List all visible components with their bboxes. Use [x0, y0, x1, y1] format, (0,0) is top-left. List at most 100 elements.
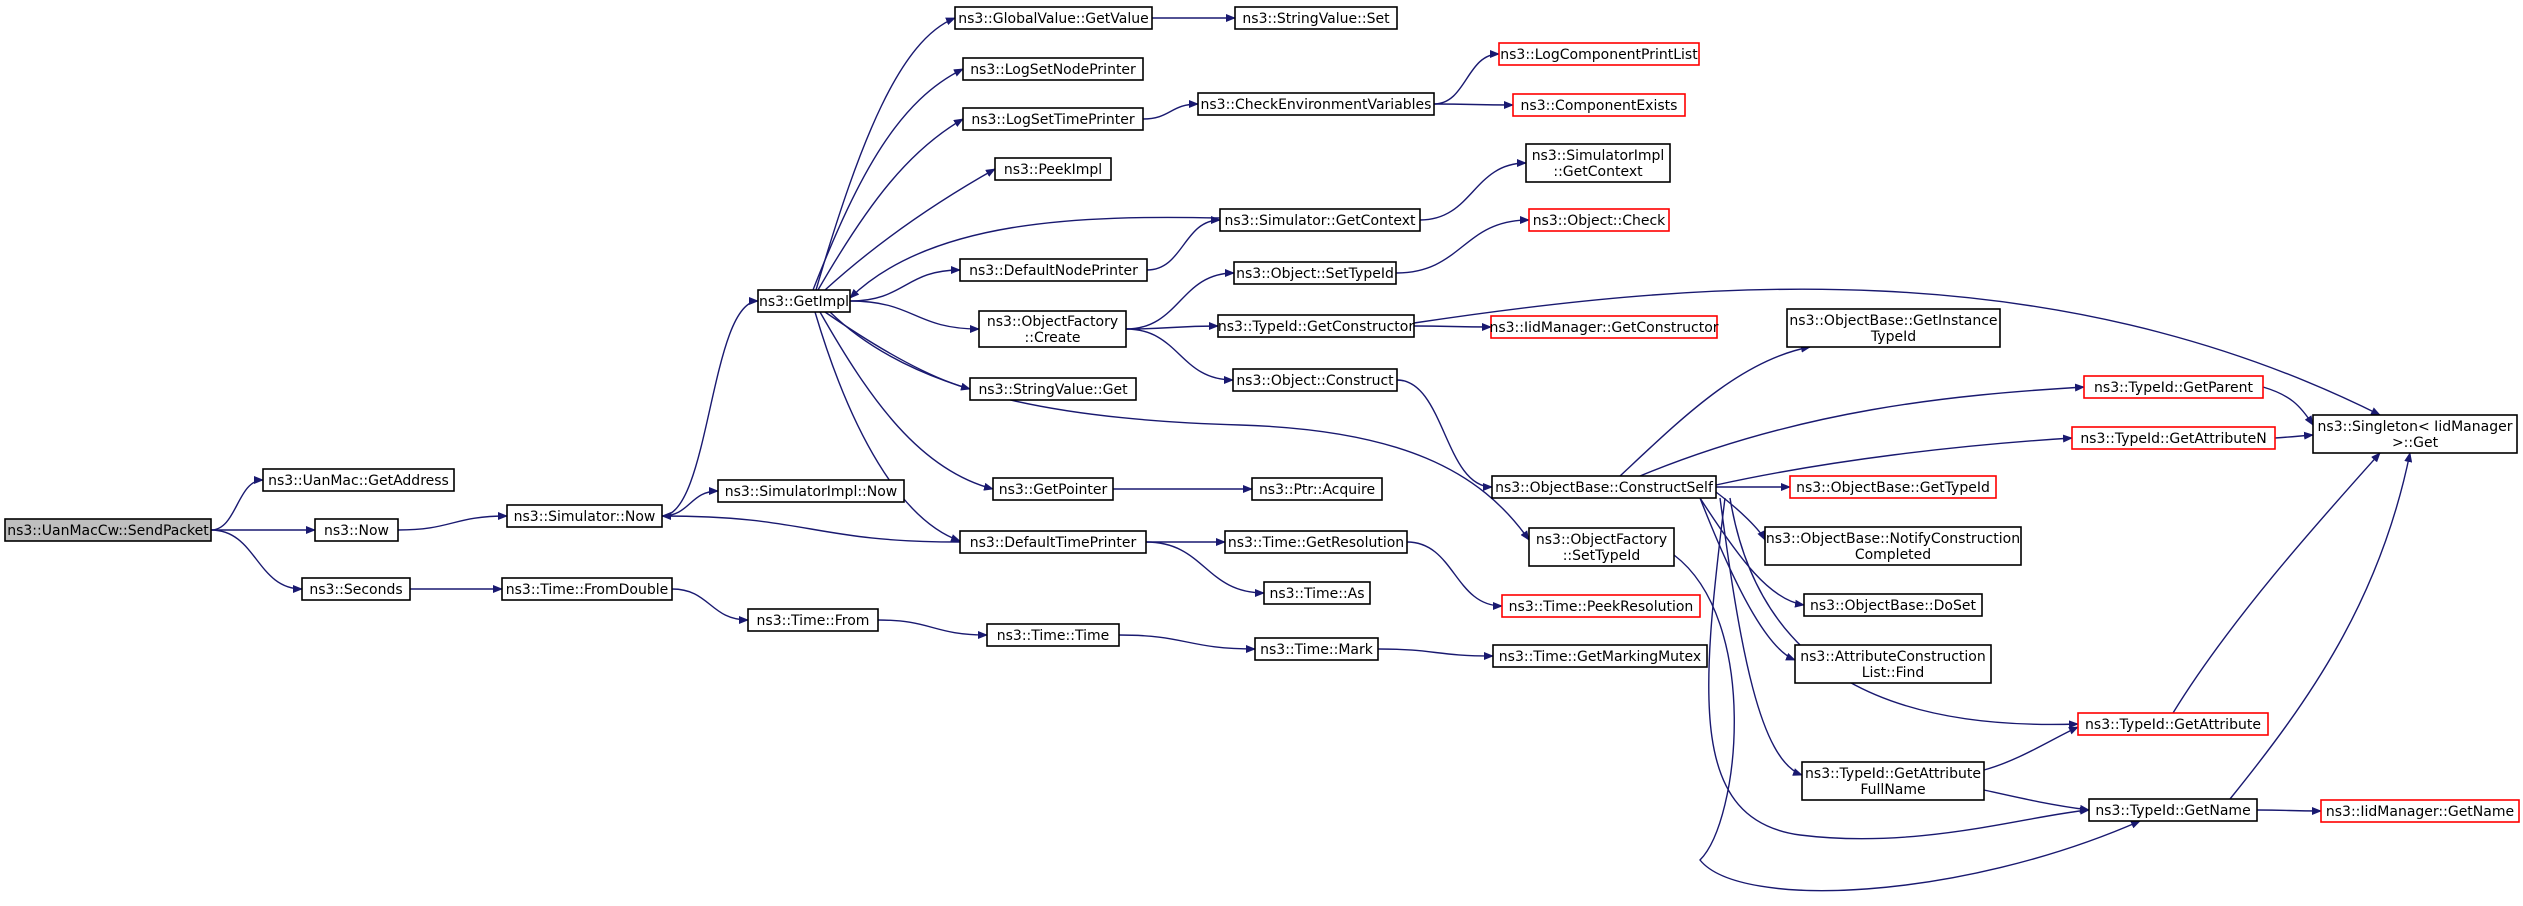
node-label: ns3::TypeId::GetAttribute: [1805, 766, 1981, 782]
function-node-getaddr[interactable]: ns3::UanMac::GetAddress: [262, 468, 455, 492]
node-label: ns3::TypeId::GetAttributeN: [2080, 431, 2266, 447]
node-box: [2077, 712, 2269, 736]
function-node-ofcreate[interactable]: ns3::ObjectFactory::Create: [978, 310, 1127, 348]
node-box: [1263, 581, 1371, 605]
call-edge-getimpl-to-logtime: [817, 118, 964, 291]
function-node-objsettype[interactable]: ns3::Object::SetTypeId: [1233, 261, 1397, 285]
function-node-ofsettype[interactable]: ns3::ObjectFactory::SetTypeId: [1528, 527, 1675, 567]
call-edge-tidattrn-to-singleton: [2274, 431, 2314, 440]
function-node-tidattrn[interactable]: ns3::TypeId::GetAttributeN: [2071, 426, 2276, 450]
call-edge-checkenv-to-logcomplist: [1433, 50, 1500, 105]
function-node-send[interactable]: ns3::UanMacCw::SendPacket: [4, 518, 212, 542]
function-node-getpointer[interactable]: ns3::GetPointer: [992, 477, 1114, 501]
function-node-getmarking[interactable]: ns3::Time::GetMarkingMutex: [1492, 644, 1708, 668]
node-label: ns3::Time::Mark: [1260, 642, 1374, 658]
node-box: [1789, 475, 1997, 499]
call-edge-send-to-getaddr: [210, 476, 264, 531]
function-node-simnow[interactable]: ns3::Simulator::Now: [506, 504, 663, 528]
node-label: ns3::AttributeConstruction: [1800, 649, 1985, 665]
function-node-logcomplist[interactable]: ns3::LogComponentPrintList: [1498, 42, 1700, 66]
call-edge-now-to-simnow: [397, 512, 508, 531]
function-node-objcheck[interactable]: ns3::Object::Check: [1528, 208, 1670, 232]
node-box: [501, 577, 673, 601]
node-box: [1801, 761, 1985, 801]
function-node-getimpl[interactable]: ns3::GetImpl: [757, 289, 851, 313]
node-box: [301, 577, 411, 601]
function-node-now[interactable]: ns3::Now: [314, 518, 399, 542]
node-box: [757, 289, 851, 313]
node-label: ns3::TypeId::GetParent: [2094, 380, 2253, 396]
node-box: [1251, 477, 1383, 501]
function-node-objconstruct[interactable]: ns3::Object::Construct: [1232, 368, 1398, 392]
call-edge-obconstructself-to-obdoset: [1699, 497, 1805, 608]
node-label: TypeId: [1870, 329, 1916, 345]
function-node-timefrom[interactable]: ns3::Time::From: [747, 608, 879, 632]
function-node-timemark[interactable]: ns3::Time::Mark: [1254, 637, 1379, 661]
function-node-tidname[interactable]: ns3::TypeId::GetName: [2088, 798, 2258, 822]
node-box: [1794, 644, 1992, 684]
node-label: ns3::Simulator::Now: [514, 509, 656, 525]
function-node-lognode[interactable]: ns3::LogSetNodePrinter: [962, 57, 1144, 81]
node-label: ns3::Object::Check: [1533, 213, 1666, 229]
function-node-deftime[interactable]: ns3::DefaultTimePrinter: [959, 530, 1147, 554]
call-edge-tidattrfull-to-tidattr: [1983, 726, 2079, 771]
node-label: ns3::ObjectBase::ConstructSelf: [1495, 480, 1714, 496]
node-box: [994, 157, 1112, 181]
function-node-obconstructself[interactable]: ns3::ObjectBase::ConstructSelf: [1491, 475, 1717, 499]
function-node-iidname[interactable]: ns3::IidManager::GetName: [2320, 799, 2520, 823]
function-node-logtime[interactable]: ns3::LogSetTimePrinter: [962, 107, 1144, 131]
function-node-svset[interactable]: ns3::StringValue::Set: [1234, 6, 1398, 30]
function-node-compexists[interactable]: ns3::ComponentExists: [1512, 93, 1686, 117]
call-edge-obconstructself-to-tidattrn: [1715, 434, 2073, 486]
call-edge-tidattr-to-singleton: [2172, 452, 2381, 714]
function-node-peekimpl[interactable]: ns3::PeekImpl: [994, 157, 1112, 181]
node-label: ns3::Simulator::GetContext: [1224, 213, 1416, 229]
call-edge-getimpl-to-svget: [824, 311, 971, 391]
node-box: [1528, 527, 1675, 567]
function-node-tidattr[interactable]: ns3::TypeId::GetAttribute: [2077, 712, 2269, 736]
function-node-obnotify[interactable]: ns3::ObjectBase::NotifyConstructionCompl…: [1764, 526, 2022, 566]
function-node-defnode[interactable]: ns3::DefaultNodePrinter: [959, 258, 1148, 282]
node-box: [962, 107, 1144, 131]
node-label: ns3::CheckEnvironmentVariables: [1201, 97, 1432, 113]
call-edge-ofsettype-to-tidname: [1673, 554, 2141, 892]
node-label: ns3::ObjectFactory: [1536, 532, 1667, 548]
function-node-timetime[interactable]: ns3::Time::Time: [986, 623, 1120, 647]
call-edge-getres-to-peekres: [1406, 541, 1503, 610]
node-label: ns3::UanMacCw::SendPacket: [7, 523, 209, 539]
function-node-singleton[interactable]: ns3::Singleton< IidManager >::Get: [2312, 414, 2518, 454]
function-node-tidgetctor[interactable]: ns3::TypeId::GetConstructor: [1217, 314, 1415, 338]
function-node-obdoset[interactable]: ns3::ObjectBase::DoSet: [1803, 593, 1983, 617]
function-node-peekres[interactable]: ns3::Time::PeekResolution: [1501, 594, 1701, 618]
function-nodes: ns3::UanMacCw::SendPacket ns3::UanMac::Ge…: [4, 6, 2520, 823]
call-edge-getimpl-to-gvget: [815, 17, 956, 291]
function-node-gvget[interactable]: ns3::GlobalValue::GetValue: [954, 6, 1153, 30]
function-node-simctx[interactable]: ns3::Simulator::GetContext: [1219, 208, 1421, 232]
function-node-obgettype[interactable]: ns3::ObjectBase::GetTypeId: [1789, 475, 1997, 499]
node-box: [4, 518, 212, 542]
node-box: [1224, 530, 1408, 554]
function-node-ptracquire[interactable]: ns3::Ptr::Acquire: [1251, 477, 1383, 501]
node-label: >::Get: [2392, 435, 2439, 451]
function-node-fromdouble[interactable]: ns3::Time::FromDouble: [501, 577, 673, 601]
node-label: ns3::Time::GetResolution: [1228, 535, 1404, 551]
node-label: ns3::LogSetNodePrinter: [970, 62, 1136, 78]
function-node-timeas[interactable]: ns3::Time::As: [1263, 581, 1371, 605]
function-node-tidparent[interactable]: ns3::TypeId::GetParent: [2083, 375, 2264, 399]
function-node-svget[interactable]: ns3::StringValue::Get: [969, 377, 1137, 401]
function-node-seconds[interactable]: ns3::Seconds: [301, 577, 411, 601]
function-node-simimplnow[interactable]: ns3::SimulatorImpl::Now: [717, 479, 905, 503]
function-node-iidgetctor[interactable]: ns3::IidManager::GetConstructor: [1489, 315, 1719, 339]
call-edge-logtime-to-checkenv: [1142, 100, 1199, 120]
node-box: [959, 258, 1148, 282]
node-label: ns3::ObjectBase::GetInstance: [1789, 313, 1997, 329]
function-node-getres[interactable]: ns3::Time::GetResolution: [1224, 530, 1408, 554]
node-label: FullName: [1860, 782, 1925, 798]
function-node-checkenv[interactable]: ns3::CheckEnvironmentVariables: [1197, 92, 1435, 116]
node-box: [2088, 798, 2258, 822]
node-box: [1217, 314, 1415, 338]
function-node-simimplctx[interactable]: ns3::SimulatorImpl::GetContext: [1525, 143, 1671, 183]
